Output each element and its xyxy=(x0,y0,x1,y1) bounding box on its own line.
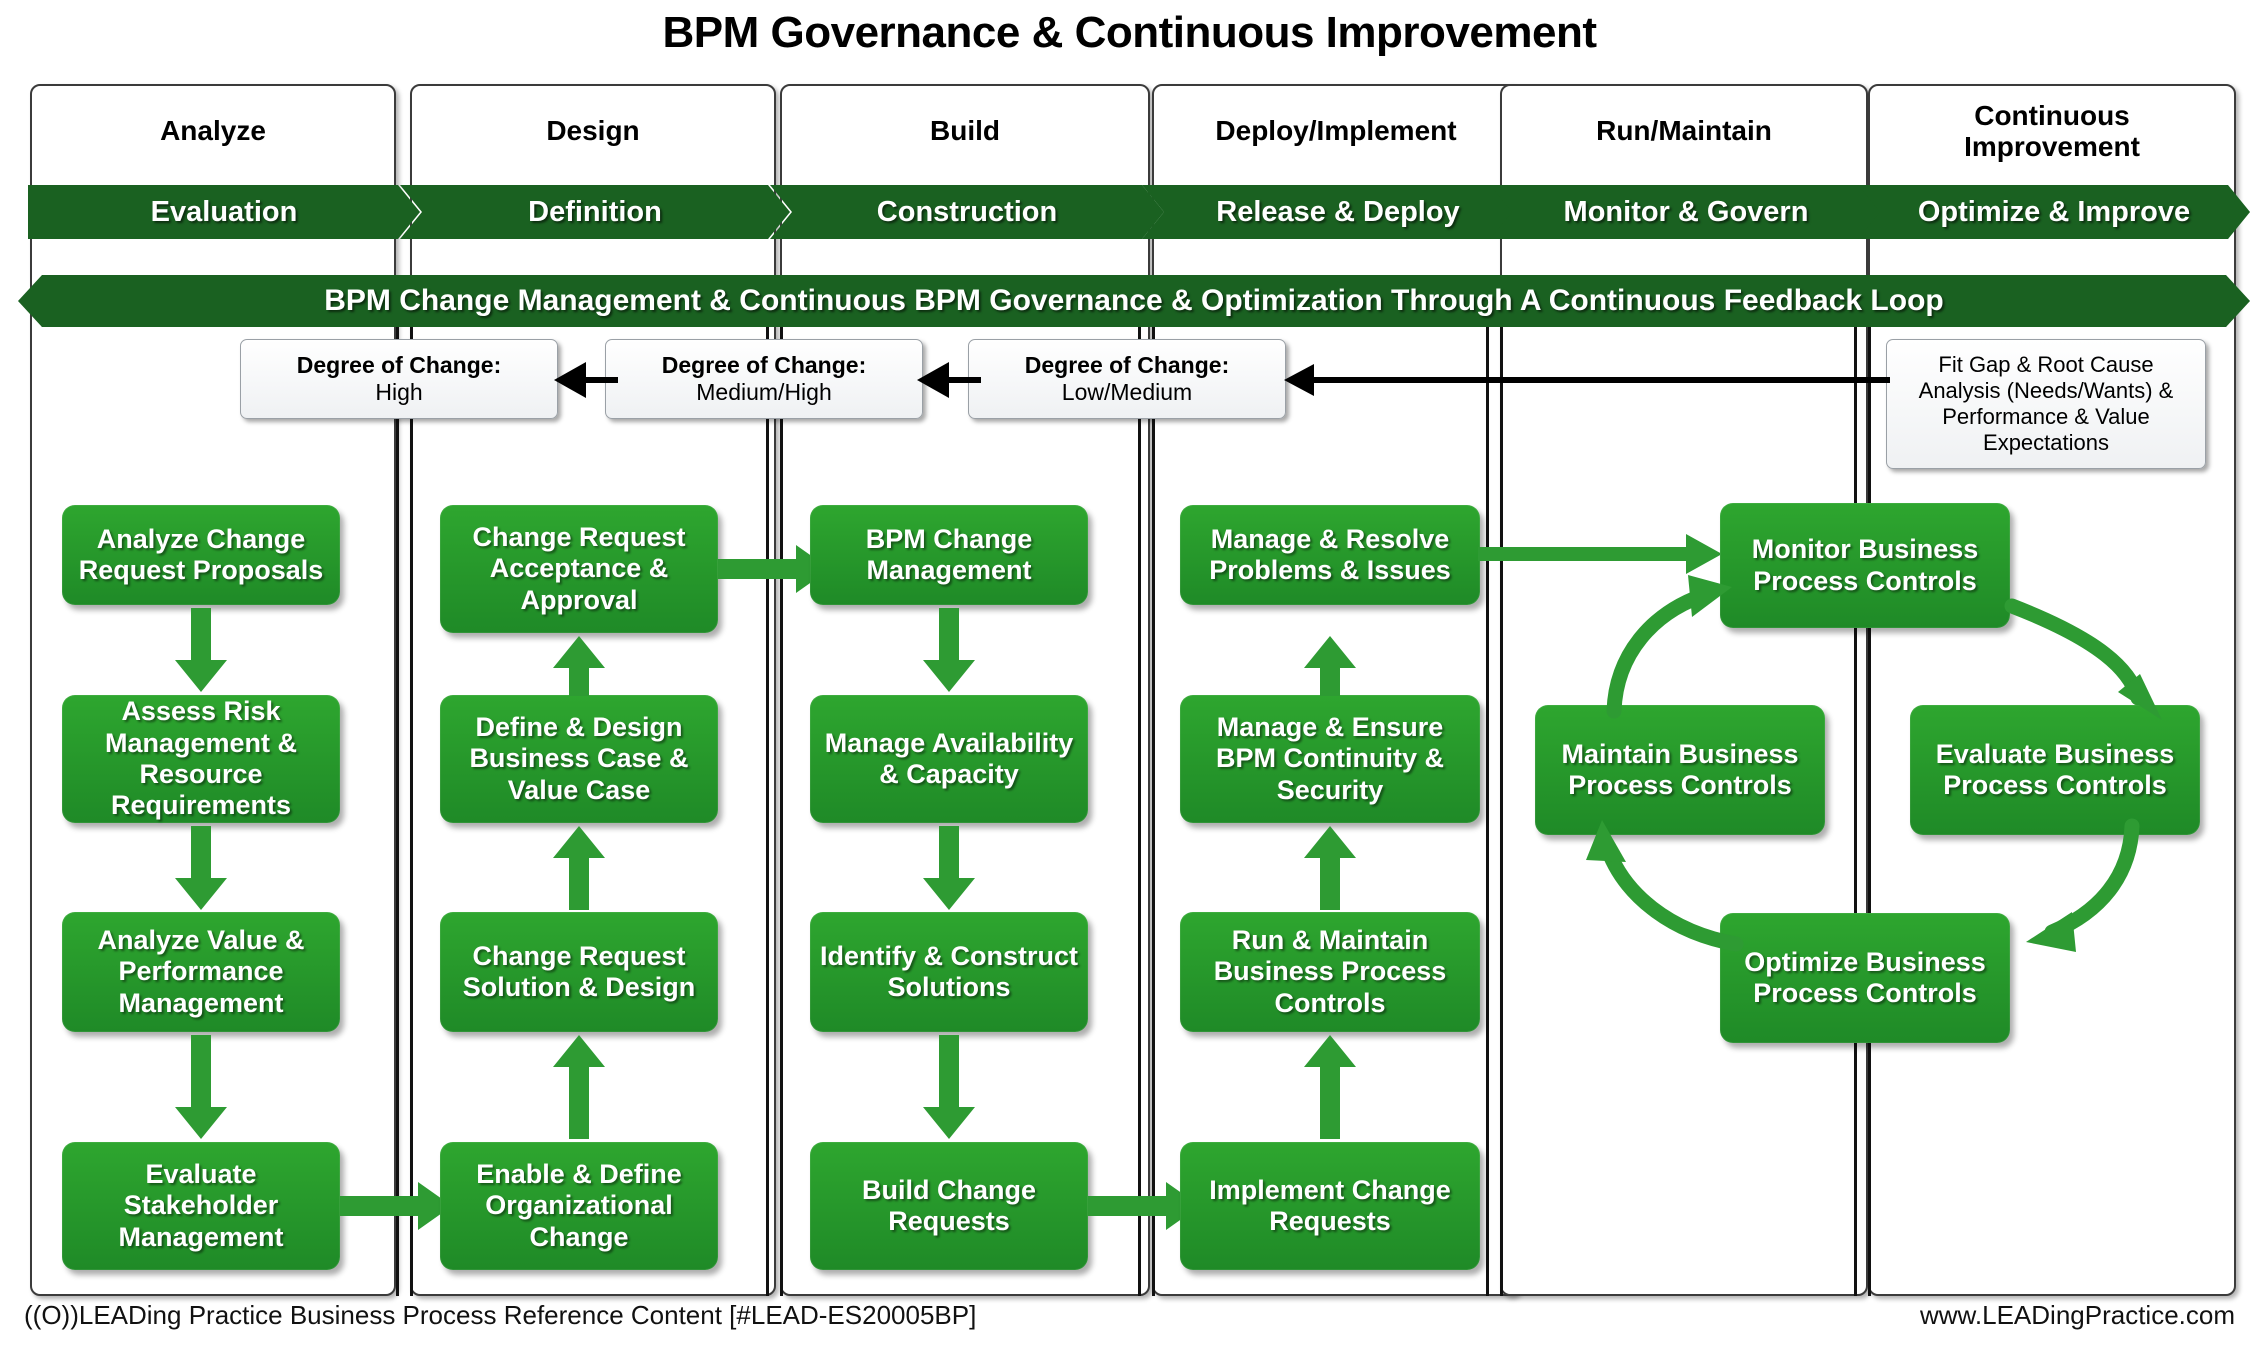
process-change-request-acceptance-approval[interactable]: Change Request Acceptance & Approval xyxy=(440,505,718,633)
arrow-design-2-to-1 xyxy=(553,636,605,696)
lane-title-analyze-label: Analyze xyxy=(160,115,266,147)
feedback-arrow-long xyxy=(1284,364,1890,396)
lane-title-ci-line1: Continuous xyxy=(1974,99,2130,131)
note-degree-high-label: Degree of Change: xyxy=(296,351,502,378)
lane-divider-1b xyxy=(410,300,413,1296)
lane-title-deploy: Deploy/Implement xyxy=(1152,84,1520,179)
process-evaluate-business-process-controls[interactable]: Evaluate Business Process Controls xyxy=(1910,705,2200,835)
arrow-cycle-monitor-to-evaluate xyxy=(2004,598,2162,720)
lane-title-run: Run/Maintain xyxy=(1500,84,1868,179)
note-fit-gap-root-cause[interactable]: Fit Gap & Root Cause Analysis (Needs/Wan… xyxy=(1886,339,2206,469)
phase-chevron-evaluation[interactable]: Evaluation xyxy=(28,185,420,239)
process-evaluate-stakeholder-management[interactable]: Evaluate Stakeholder Management xyxy=(62,1142,340,1270)
arrow-build-to-deploy xyxy=(1088,1182,1200,1230)
lane-divider-4a xyxy=(1486,300,1489,1296)
process-run-maintain-business-process-controls[interactable]: Run & Maintain Business Process Controls xyxy=(1180,912,1480,1032)
note-degree-lowmedium-label: Degree of Change: xyxy=(1024,351,1230,378)
arrow-build-3-to-4 xyxy=(923,1035,975,1139)
arrow-deploy-to-monitor xyxy=(1478,534,1722,574)
process-manage-resolve-problems-issues[interactable]: Manage & Resolve Problems & Issues xyxy=(1180,505,1480,605)
process-bpm-change-management[interactable]: BPM Change Management xyxy=(810,505,1088,605)
process-define-design-business-case[interactable]: Define & Design Business Case & Value Ca… xyxy=(440,695,718,823)
lane-title-ci: Continuous Improvement xyxy=(1868,84,2236,179)
note-degree-mediumhigh-value: Medium/High xyxy=(696,379,832,405)
lane-title-design: Design xyxy=(410,84,776,179)
process-change-request-solution-design[interactable]: Change Request Solution & Design xyxy=(440,912,718,1032)
arrow-design-3-to-2 xyxy=(553,826,605,910)
arrow-analyze-3-to-4 xyxy=(175,1035,227,1139)
lane-title-build-label: Build xyxy=(930,115,1000,147)
process-enable-define-organizational-change[interactable]: Enable & Define Organizational Change xyxy=(440,1142,718,1270)
note-fitgap-line1: Fit Gap & Root Cause xyxy=(1938,352,2154,378)
process-build-change-requests[interactable]: Build Change Requests xyxy=(810,1142,1088,1270)
process-implement-change-requests[interactable]: Implement Change Requests xyxy=(1180,1142,1480,1270)
arrow-design-4-to-3 xyxy=(553,1035,605,1139)
lane-title-deploy-label: Deploy/Implement xyxy=(1215,115,1457,147)
process-analyze-value-performance[interactable]: Analyze Value & Performance Management xyxy=(62,912,340,1032)
lane-title-ci-line2: Improvement xyxy=(1964,130,2140,162)
lane-divider-4b xyxy=(1500,300,1503,1296)
note-fitgap-line3: Performance & Value xyxy=(1942,404,2150,429)
arrow-deploy-2-to-1 xyxy=(1304,636,1356,696)
lane-divider-2a xyxy=(766,300,769,1296)
page-title: BPM Governance & Continuous Improvement xyxy=(662,8,1597,57)
arrow-cycle-optimize-to-maintain xyxy=(1586,820,1744,952)
note-degree-high-value: High xyxy=(375,379,423,405)
lane-divider-5b xyxy=(1868,300,1871,1296)
note-fitgap-line2: Analysis (Needs/Wants) & xyxy=(1918,378,2174,404)
lane-divider-3b xyxy=(1152,300,1155,1296)
note-degree-lowmedium-value: Low/Medium xyxy=(1061,379,1193,405)
phase-chevron-release-deploy[interactable]: Release & Deploy xyxy=(1142,185,1534,239)
feedback-arrow-medium-to-high xyxy=(554,362,618,398)
lane-divider-5a xyxy=(1854,300,1857,1296)
footer-right-text: www.LEADingPractice.com xyxy=(1920,1300,2235,1330)
lane-title-ci-label: Continuous Improvement xyxy=(1868,84,2236,179)
note-degree-of-change-low-medium[interactable]: Degree of Change: Low/Medium xyxy=(968,339,1286,419)
note-fitgap-line4: Expectations xyxy=(1983,429,2109,455)
process-optimize-business-process-controls[interactable]: Optimize Business Process Controls xyxy=(1720,913,2010,1043)
note-degree-mediumhigh-label: Degree of Change: xyxy=(661,351,867,378)
note-degree-of-change-medium-high[interactable]: Degree of Change: Medium/High xyxy=(605,339,923,419)
process-identify-construct-solutions[interactable]: Identify & Construct Solutions xyxy=(810,912,1088,1032)
process-analyze-change-request-proposals[interactable]: Analyze Change Request Proposals xyxy=(62,505,340,605)
lane-title-analyze: Analyze xyxy=(30,84,396,179)
arrow-analyze-2-to-3 xyxy=(175,826,227,910)
feedback-arrow-low-to-medium xyxy=(917,362,981,398)
arrow-cycle-evaluate-to-optimize xyxy=(2026,818,2140,952)
feedback-loop-banner[interactable]: BPM Change Management & Continuous BPM G… xyxy=(18,275,2250,327)
phase-chevron-definition[interactable]: Definition xyxy=(400,185,790,239)
footer-left-text: ((O))LEADing Practice Business Process R… xyxy=(24,1300,977,1330)
lane-title-design-label: Design xyxy=(546,115,640,147)
phase-chevron-monitor-govern[interactable]: Monitor & Govern xyxy=(1490,185,1882,239)
note-degree-of-change-high[interactable]: Degree of Change: High xyxy=(240,339,558,419)
lane-divider-2b xyxy=(780,300,783,1296)
phase-chevron-optimize-improve[interactable]: Optimize & Improve xyxy=(1858,185,2250,239)
arrow-deploy-3-to-2 xyxy=(1304,826,1356,910)
process-manage-ensure-bpm-continuity-security[interactable]: Manage & Ensure BPM Continuity & Securit… xyxy=(1180,695,1480,823)
lane-divider-3a xyxy=(1138,300,1141,1296)
lane-divider-1a xyxy=(396,300,399,1296)
arrow-build-1-to-2 xyxy=(923,608,975,692)
arrow-deploy-4-to-3 xyxy=(1304,1035,1356,1139)
process-monitor-business-process-controls[interactable]: Monitor Business Process Controls xyxy=(1720,503,2010,628)
process-manage-availability-capacity[interactable]: Manage Availability & Capacity xyxy=(810,695,1088,823)
arrow-build-2-to-3 xyxy=(923,826,975,910)
lane-title-build: Build xyxy=(780,84,1150,179)
process-maintain-business-process-controls[interactable]: Maintain Business Process Controls xyxy=(1535,705,1825,835)
phase-chevron-construction[interactable]: Construction xyxy=(770,185,1164,239)
arrow-design-to-build xyxy=(718,545,830,593)
arrow-cycle-maintain-to-monitor xyxy=(1606,575,1732,719)
process-assess-risk-management[interactable]: Assess Risk Management & Resource Requir… xyxy=(62,695,340,823)
arrow-analyze-1-to-2 xyxy=(175,608,227,692)
arrow-analyze-to-design xyxy=(340,1182,452,1230)
lane-title-run-label: Run/Maintain xyxy=(1596,115,1772,147)
